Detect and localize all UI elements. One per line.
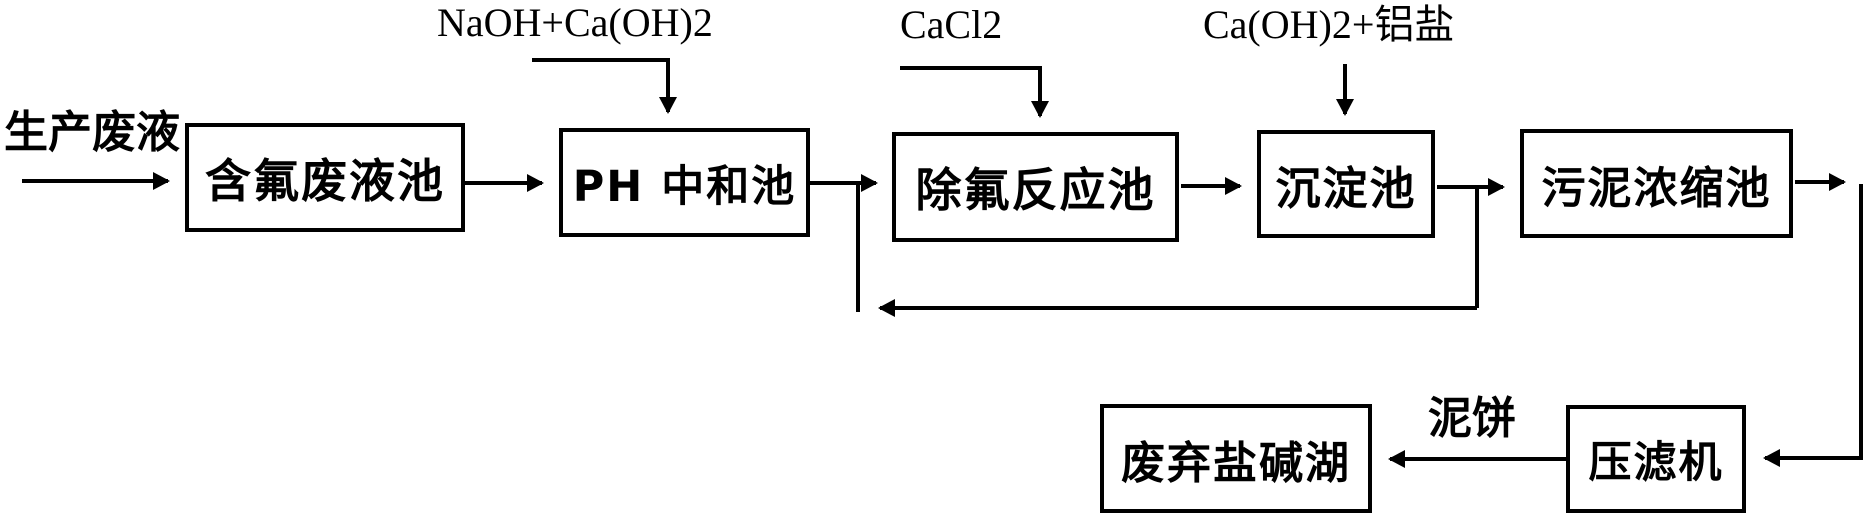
- node-sludge-thickening-pool: 污泥浓缩池: [1520, 129, 1793, 238]
- label-mud-cake: 泥饼: [1428, 393, 1516, 444]
- label-cacl2: CaCl2: [900, 2, 1003, 47]
- node-defluorination-reaction-pool: 除氟反应池: [892, 132, 1179, 242]
- node-abandoned-salt-alkali-lake: 废弃盐碱湖: [1100, 404, 1372, 513]
- label-naoh-caoh2: NaOH+Ca(OH)2: [437, 0, 713, 45]
- label-caoh2-aluminum-salt: Ca(OH)2+铝盐: [1203, 2, 1455, 47]
- arrow-cacl2-dosing: [900, 66, 1049, 118]
- node-sedimentation-pool: 沉淀池: [1257, 130, 1435, 238]
- node-ph-neutralization-pool: PH 中和池: [559, 128, 810, 237]
- node-filter-press: 压滤机: [1566, 405, 1746, 513]
- label-production-waste-liquid: 生产废液: [4, 107, 180, 158]
- arrow-to-filter-press: [1763, 184, 1863, 467]
- node-fluoride-waste-pool: 含氟废液池: [185, 123, 465, 232]
- arrow-naoh-dosing: [532, 58, 677, 114]
